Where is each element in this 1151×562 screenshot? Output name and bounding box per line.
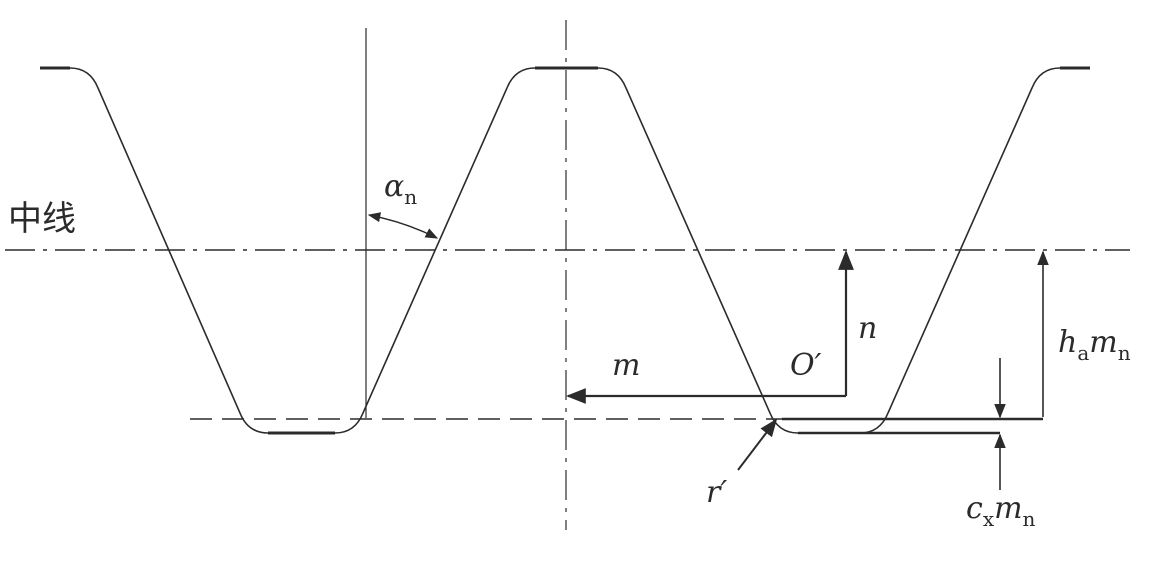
r-prime-leader [737, 418, 778, 471]
o-prime-label: O′ [790, 348, 822, 383]
m-label: m [612, 348, 640, 383]
centerline-label: 中线 [8, 199, 76, 239]
cx-mn-label: cxmn [966, 491, 1036, 531]
r-prime-label: r′ [706, 475, 727, 510]
alpha-n-label: αn [384, 169, 417, 209]
n-label: n [858, 311, 877, 346]
ha-mn-label: hamn [1058, 325, 1131, 365]
alpha-angle-arc [367, 212, 439, 239]
